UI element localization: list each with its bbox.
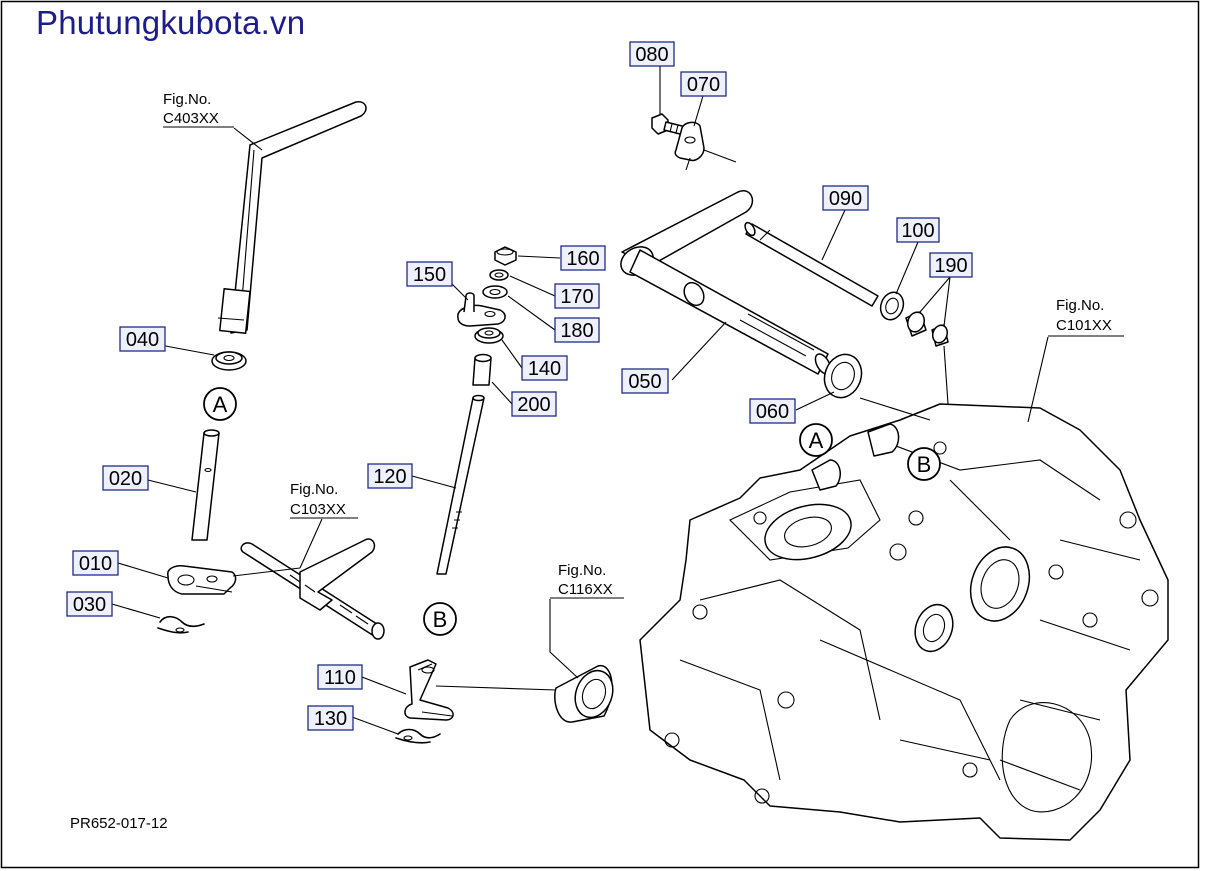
svg-text:090: 090 [829,188,862,210]
svg-text:190: 190 [934,255,967,277]
svg-text:B: B [433,607,448,632]
part-label-180[interactable]: 180 [554,317,600,343]
part-label-170[interactable]: 170 [554,283,600,309]
plate-070 [674,121,705,162]
fig-ref-c116[interactable]: Fig.No. C116XX [550,562,624,599]
fig-ref-c101[interactable]: Fig.No. C101XX [1048,297,1124,337]
svg-text:160: 160 [566,248,599,270]
part-label-190[interactable]: 190 [929,252,973,278]
washer-180 [482,285,508,299]
connector-b-case: B [907,447,941,481]
part-label-060[interactable]: 060 [749,398,796,424]
svg-text:030: 030 [73,594,106,616]
pin-020 [191,429,220,541]
part-label-110[interactable]: 110 [317,664,363,690]
svg-text:Fig.No.: Fig.No. [163,91,211,108]
part-label-150[interactable]: 150 [406,261,453,287]
svg-text:100: 100 [901,220,934,242]
clip-030 [157,615,205,634]
shift-lever-rod [217,101,367,334]
shifter-shaft-c103 [240,538,385,640]
part-label-070[interactable]: 070 [680,71,727,97]
part-label-040[interactable]: 040 [119,326,166,352]
svg-text:120: 120 [373,466,406,488]
bearing-100 [879,291,905,321]
part-label-010[interactable]: 010 [72,550,119,576]
bearing-140 [474,327,504,344]
rod-120 [436,394,485,575]
seal-060 [823,353,863,399]
part-label-130[interactable]: 130 [307,705,354,731]
connector-a-left: A [203,387,237,421]
part-label-200[interactable]: 200 [511,391,557,417]
svg-text:060: 060 [756,401,789,423]
svg-text:Fig.No.: Fig.No. [558,562,606,579]
lever-150 [457,292,506,327]
fig-ref-c103[interactable]: Fig.No. C103XX [290,481,358,519]
part-label-030[interactable]: 030 [66,591,113,617]
transmission-case-c101 [639,403,1169,841]
svg-text:080: 080 [635,44,668,66]
svg-text:050: 050 [628,371,661,393]
collars-190 [905,311,949,347]
part-label-050[interactable]: 050 [621,368,669,394]
svg-text:A: A [809,428,824,453]
svg-text:Fig.No.: Fig.No. [290,481,338,498]
svg-text:170: 170 [560,286,593,308]
svg-text:020: 020 [109,468,142,490]
clip-130 [395,728,441,744]
svg-text:Fig.No.: Fig.No. [1056,297,1104,314]
drawing-code: PR652-017-12 [70,815,168,832]
svg-text:140: 140 [528,358,561,380]
svg-text:C101XX: C101XX [1056,317,1112,334]
svg-text:010: 010 [79,553,112,575]
part-label-080[interactable]: 080 [629,41,675,67]
site-brand: Phutungkubota.vn [36,4,306,41]
fork-110 [404,659,454,721]
nut-160 [494,246,517,266]
part-label-100[interactable]: 100 [896,217,940,243]
part-label-020[interactable]: 020 [102,465,149,491]
bushing-040 [211,351,247,371]
part-label-160[interactable]: 160 [560,245,606,271]
svg-text:180: 180 [560,320,593,342]
part-label-120[interactable]: 120 [367,463,413,489]
washer-170 [489,269,509,281]
svg-text:C103XX: C103XX [290,501,346,518]
seal-c116 [554,665,614,723]
svg-text:200: 200 [517,394,550,416]
connector-a-case: A [799,423,833,457]
part-label-090[interactable]: 090 [822,185,869,211]
connector-b-left: B [423,602,457,636]
svg-text:C116XX: C116XX [558,581,613,598]
shaft-090 [744,221,879,307]
svg-text:B: B [917,452,932,477]
svg-text:110: 110 [324,667,356,689]
leader-lines [111,66,1049,735]
part-label-140[interactable]: 140 [521,355,568,381]
svg-text:070: 070 [687,74,720,96]
svg-text:150: 150 [413,264,446,286]
fig-ref-c403[interactable]: Fig.No. C403XX [163,91,234,128]
svg-text:130: 130 [314,708,347,730]
svg-text:040: 040 [126,329,159,351]
link-010 [167,565,237,595]
svg-text:A: A [213,392,228,417]
svg-text:C403XX: C403XX [163,110,219,127]
collar-200 [472,353,492,386]
lever-shaft-050 [620,190,832,375]
